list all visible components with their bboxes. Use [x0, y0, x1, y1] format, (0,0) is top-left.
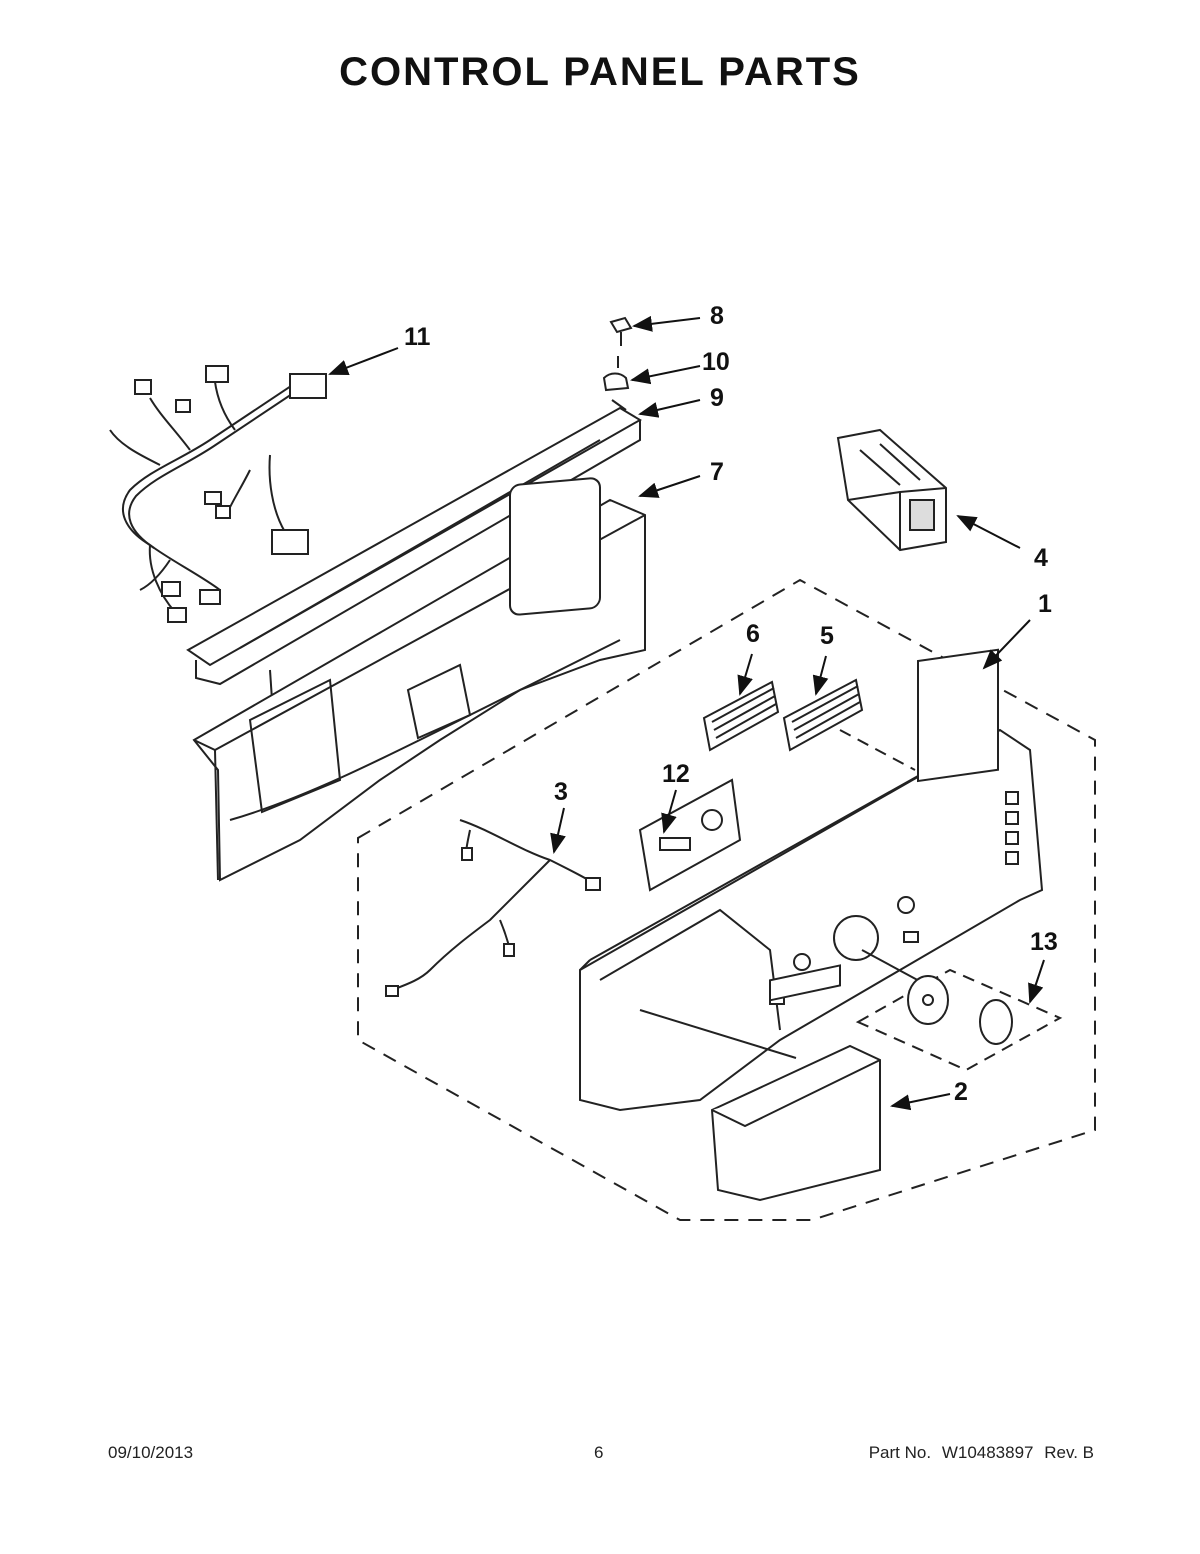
callout-9: 9	[710, 384, 724, 412]
knob-kit-outline-part-13	[855, 968, 1063, 1072]
wire-harness-part-11	[109, 365, 327, 623]
footer-part-number: W10483897	[941, 1443, 1034, 1462]
callout-11: 11	[404, 323, 431, 351]
callout-12: 12	[662, 760, 690, 788]
control-board-part-4	[836, 428, 947, 552]
callout-4: 4	[1034, 544, 1048, 572]
page-title: CONTROL PANEL PARTS	[339, 50, 861, 94]
leader-arrows	[328, 315, 1045, 1111]
clip-part-10	[602, 356, 630, 392]
ribbon-cable-part-5	[782, 678, 864, 752]
callout-8: 8	[710, 302, 724, 330]
ui-board-part-12	[638, 778, 742, 892]
callout-7: 7	[710, 458, 724, 486]
console-front-panel	[579, 648, 1044, 1112]
callout-6: 6	[746, 620, 760, 648]
footer-revision: Rev. B	[1044, 1443, 1094, 1462]
footer-part-prefix: Part No.	[868, 1443, 932, 1462]
callout-2: 2	[954, 1078, 968, 1106]
assembly-outline-part-1	[357, 578, 1096, 1221]
callout-1: 1	[1038, 590, 1052, 618]
drawer-handle-part-2	[710, 964, 881, 1202]
screw-part-8	[609, 316, 633, 346]
callout-10: 10	[702, 348, 730, 376]
footer-date: 09/10/2013	[108, 1443, 194, 1462]
wire-harness-part-3	[385, 819, 601, 997]
footer-page-number: 6	[594, 1443, 604, 1462]
callout-3: 3	[554, 778, 568, 806]
rail-bracket-part-9	[186, 399, 642, 701]
console-back-part-7	[192, 477, 646, 882]
callout-13: 13	[1030, 928, 1058, 956]
footer-part-info: Part No. W10483897 Rev. B	[863, 1443, 1094, 1463]
knob-part-13	[907, 975, 1013, 1045]
callout-5: 5	[820, 622, 834, 650]
